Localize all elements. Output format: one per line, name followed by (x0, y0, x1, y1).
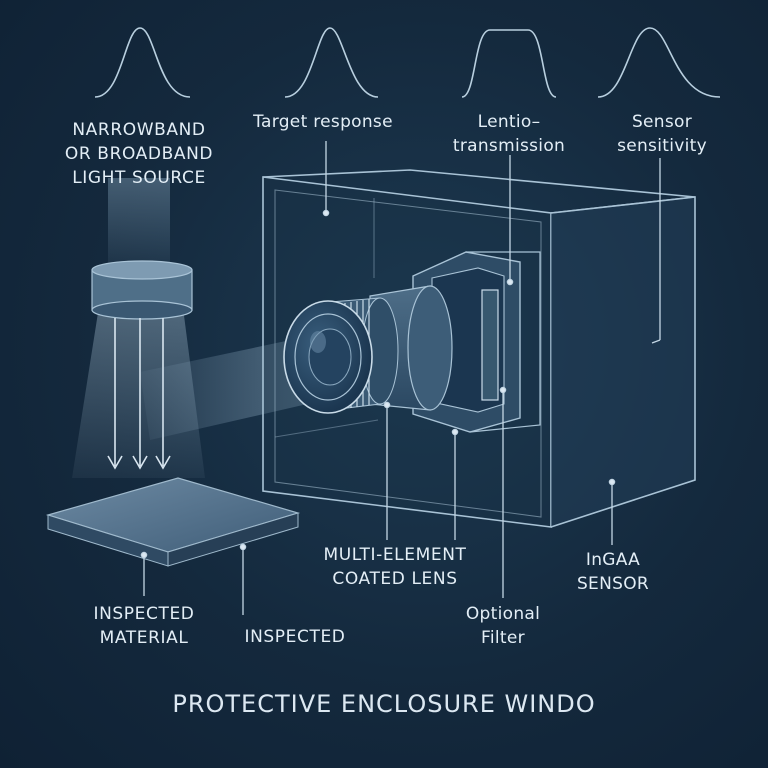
bell-curve-icon (94, 27, 191, 98)
filter-label: Optional Filter (465, 604, 541, 648)
diagram-title: PROTECTIVE ENCLOSURE WINDO (172, 690, 596, 718)
reflected-beam (140, 338, 316, 440)
sensor-label: InGAA SENSOR (576, 550, 650, 594)
light-source-label: NARROWBAND OR BROADBAND LIGHT SOURCE (64, 120, 214, 188)
flat-top-curve-icon (461, 29, 557, 98)
lens-label: MULTI-ELEMENT COATED LENS (323, 545, 467, 589)
inspected-label: INSPECTED (244, 627, 346, 647)
camera-lens (283, 285, 453, 414)
inspected-plate (45, 477, 301, 567)
lens-transmission-label: Lentio– transmission (452, 112, 566, 156)
target-response-label: Target response (253, 112, 393, 132)
leader-lines (140, 141, 661, 615)
bell-curve-icon (284, 27, 379, 98)
light-beam (108, 178, 170, 270)
material-label: INSPECTED MATERIAL (93, 604, 195, 648)
sensor-sensitivity-label: Sensor sensitivity (617, 112, 707, 156)
bell-curve-icon (597, 27, 721, 98)
lamp-head (91, 260, 193, 320)
